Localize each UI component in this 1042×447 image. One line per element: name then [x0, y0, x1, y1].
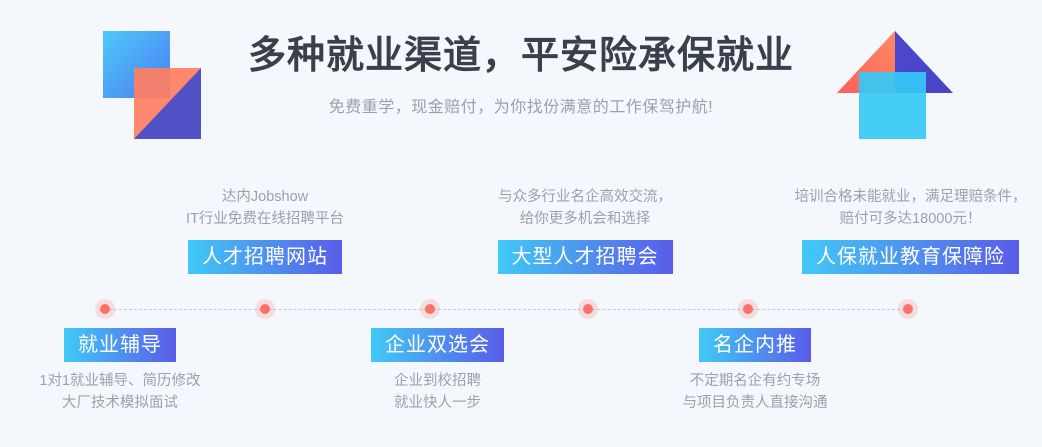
timeline-node-job-fair: 与众多行业名企高效交流， 给你更多机会和选择 大型人才招聘会	[465, 186, 705, 274]
timeline-dot-4	[578, 299, 598, 319]
node-description-line-1: 不定期名企有约专场	[689, 373, 821, 389]
decorative-split-square	[134, 68, 201, 139]
node-description-line-2: 就业快人一步	[394, 395, 481, 411]
node-badge-internal-referral[interactable]: 名企内推	[699, 328, 811, 362]
node-description-line-1: 1对1就业辅导、简历修改	[39, 373, 201, 389]
node-badge-career-coaching[interactable]: 就业辅导	[64, 328, 176, 362]
node-description: 培训合格未能就业，满足理赔条件， 赔付可多达18000元！	[768, 186, 1042, 230]
timeline-connector	[104, 309, 910, 310]
node-badge-job-fair[interactable]: 大型人才招聘会	[497, 240, 673, 274]
decorative-house-right-icon	[837, 31, 953, 139]
node-description-line-2: 与项目负责人直接沟通	[682, 395, 828, 411]
node-badge-recruitment-website[interactable]: 人才招聘网站	[188, 240, 342, 274]
node-description-line-1: 培训合格未能就业，满足理赔条件，	[794, 189, 1027, 205]
node-description-line-1: 与众多行业名企高效交流，	[498, 189, 672, 205]
node-description: 不定期名企有约专场 与项目负责人直接沟通	[645, 370, 865, 414]
page-subtitle: 免费重学，现金赔付，为你找份满意的工作保驾护航!	[328, 99, 714, 116]
timeline-dot-1	[95, 299, 115, 319]
node-description: 达内Jobshow IT行业免费在线招聘平台	[145, 186, 385, 230]
timeline-node-internal-referral: 名企内推 不定期名企有约专场 与项目负责人直接沟通	[645, 328, 865, 414]
banner-header: 多种就业渠道，平安险承保就业 免费重学，现金赔付，为你找份满意的工作保驾护航!	[0, 28, 1042, 120]
node-description-line-1: 达内Jobshow	[221, 189, 309, 205]
node-badge-campus-recruiting[interactable]: 企业双选会	[371, 328, 504, 362]
node-description-line-2: 大厂技术模拟面试	[62, 395, 178, 411]
page-title: 多种就业渠道，平安险承保就业	[247, 35, 794, 77]
node-description: 企业到校招聘 就业快人一步	[345, 370, 530, 414]
timeline-dot-2	[255, 299, 275, 319]
timeline-node-employment-insurance: 培训合格未能就业，满足理赔条件， 赔付可多达18000元！ 人保就业教育保障险	[768, 186, 1042, 274]
decorative-squares-left-icon	[103, 31, 201, 139]
node-description-line-2: 给你更多机会和选择	[519, 211, 651, 227]
timeline-node-recruitment-website: 达内Jobshow IT行业免费在线招聘平台 人才招聘网站	[145, 186, 385, 274]
timeline-node-campus-recruiting: 企业双选会 企业到校招聘 就业快人一步	[345, 328, 530, 414]
node-description: 1对1就业辅导、简历修改 大厂技术模拟面试	[5, 370, 235, 414]
timeline-dot-5	[738, 299, 758, 319]
timeline-dot-6	[898, 299, 918, 319]
node-description-line-1: 企业到校招聘	[394, 373, 481, 389]
node-badge-employment-insurance[interactable]: 人保就业教育保障险	[802, 240, 1019, 274]
node-description-line-2: 赔付可多达18000元！	[839, 211, 982, 227]
timeline-dot-3	[420, 299, 440, 319]
decorative-house-body	[859, 72, 926, 139]
node-description-line-2: IT行业免费在线招聘平台	[186, 211, 344, 227]
timeline-node-career-coaching: 就业辅导 1对1就业辅导、简历修改 大厂技术模拟面试	[5, 328, 235, 414]
node-description: 与众多行业名企高效交流， 给你更多机会和选择	[465, 186, 705, 230]
